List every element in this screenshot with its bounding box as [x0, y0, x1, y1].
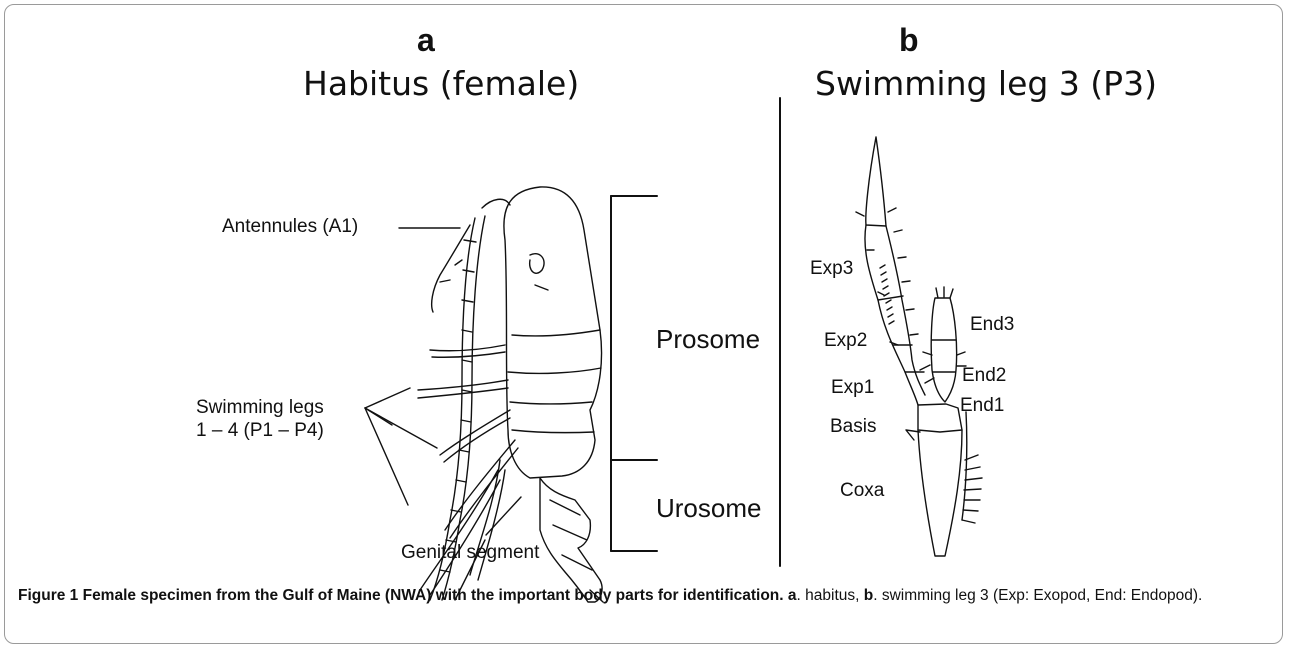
label-exp1: Exp1 — [831, 377, 874, 399]
caption-a-letter: a — [788, 587, 797, 604]
label-swimming-legs-line2: 1 – 4 (P1 – P4) — [196, 420, 324, 442]
label-antennules: Antennules (A1) — [222, 216, 358, 238]
label-basis: Basis — [830, 416, 876, 438]
copepod-habitus-drawing — [418, 187, 603, 602]
caption-b-letter: b — [864, 587, 873, 604]
label-end3: End3 — [970, 314, 1014, 336]
label-urosome: Urosome — [656, 493, 761, 523]
label-swimming-legs-line1: Swimming legs — [196, 397, 324, 419]
label-exp3: Exp3 — [810, 258, 853, 280]
label-genital-segment: Genital segment — [401, 542, 539, 564]
body-region-bracket — [611, 196, 657, 551]
label-coxa: Coxa — [840, 480, 884, 502]
figure-caption: Figure 1 Female specimen from the Gulf o… — [18, 585, 1273, 606]
label-end2: End2 — [962, 365, 1006, 387]
label-prosome: Prosome — [656, 324, 760, 354]
caption-b-text: . swimming leg 3 (Exp: Exopod, End: Endo… — [873, 587, 1202, 604]
caption-bold: Figure 1 Female specimen from the Gulf o… — [18, 587, 784, 604]
label-exp2: Exp2 — [824, 330, 867, 352]
caption-a-text: . habitus, — [797, 587, 864, 604]
label-end1: End1 — [960, 395, 1004, 417]
